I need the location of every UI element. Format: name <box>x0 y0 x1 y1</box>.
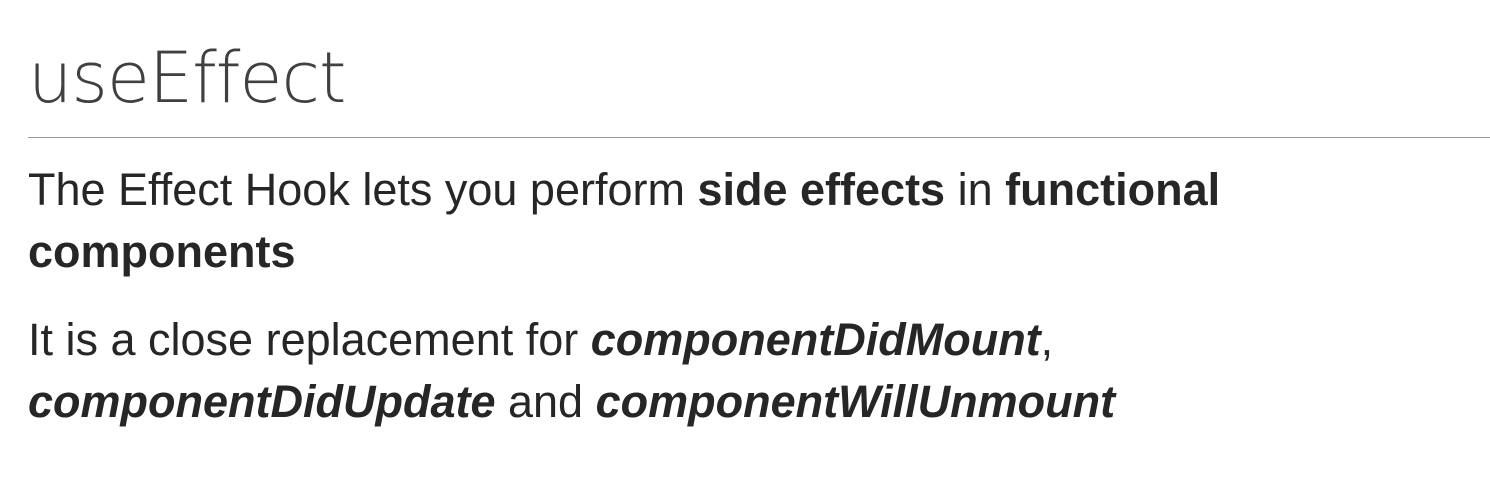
effect-hook-description: The Effect Hook lets you perform side ef… <box>28 159 1220 283</box>
bold-functional: functional <box>1005 164 1221 215</box>
bold-side-effects: side effects <box>697 164 946 215</box>
component-did-mount: componentDidMount <box>590 314 1041 365</box>
component-did-update: componentDidUpdate <box>28 376 496 427</box>
lifecycle-replacement-description: It is a close replacement for componentD… <box>28 309 1115 433</box>
title-divider <box>28 137 1490 138</box>
slide-title: useEffect <box>28 37 346 119</box>
text-segment: It is a close replacement for <box>28 314 591 365</box>
bold-components: components <box>28 226 296 277</box>
text-segment: and <box>495 376 596 427</box>
component-will-unmount: componentWillUnmount <box>595 376 1116 427</box>
text-segment: in <box>945 164 1006 215</box>
text-segment: The Effect Hook lets you perform <box>28 164 698 215</box>
text-segment: , <box>1040 314 1054 365</box>
